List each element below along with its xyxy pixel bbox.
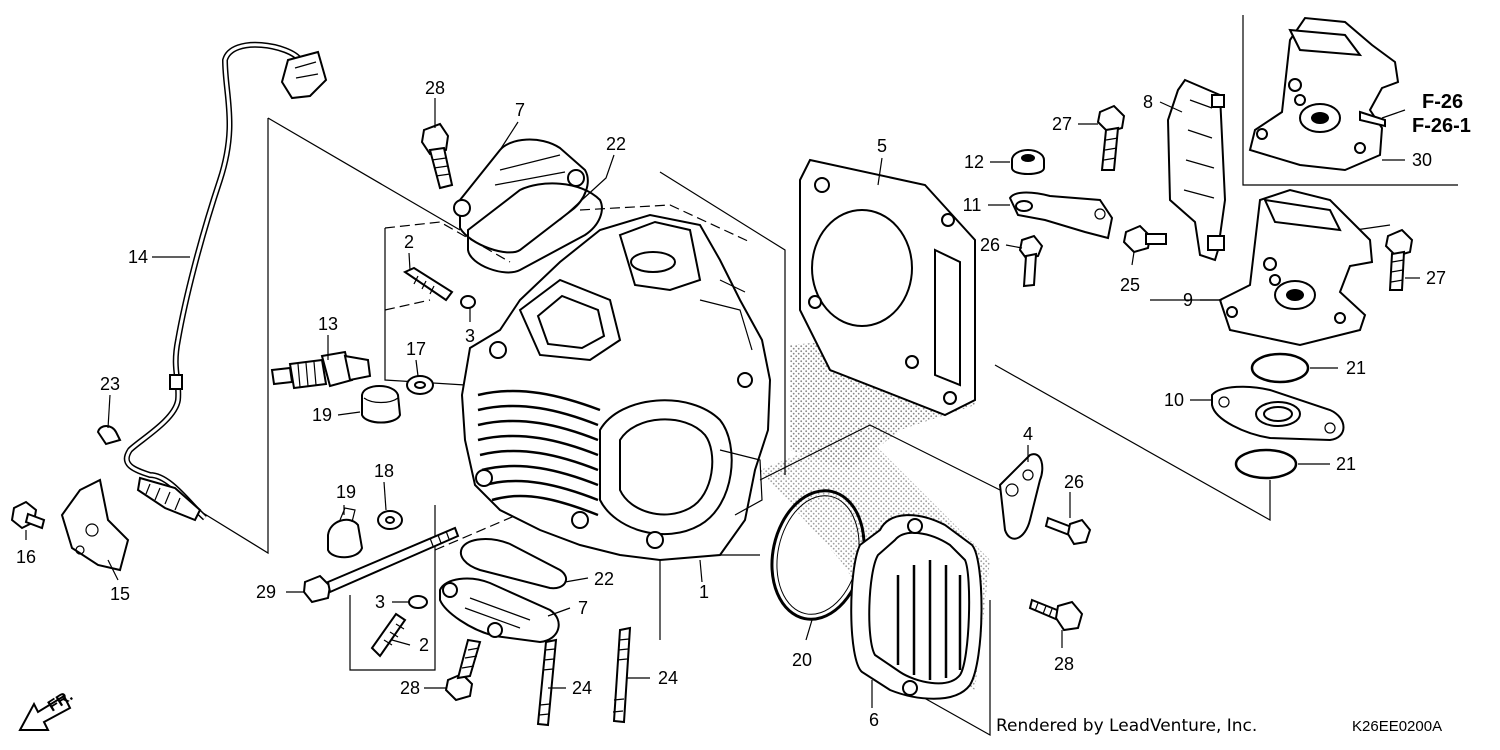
callout-23: 23: [100, 374, 120, 394]
sensor-wire-harness: [123, 41, 328, 522]
callout-10: 10: [1164, 390, 1184, 410]
callout-15: 15: [110, 584, 130, 604]
stud-icon-24a: [536, 638, 558, 727]
callout-3a: 3: [465, 326, 475, 346]
cap-icon-19a: [361, 385, 402, 424]
bolt-icon-26b: [1018, 234, 1044, 288]
flange-bolt-icon-28c: [1028, 598, 1084, 632]
callout-30: 30: [1412, 150, 1432, 170]
callout-16: 16: [16, 547, 36, 567]
callout-19b: 19: [336, 482, 356, 502]
callout-14: 14: [128, 247, 148, 267]
front-direction-arrow-icon: [18, 694, 72, 731]
callout-18: 18: [374, 461, 394, 481]
callout-7a: 7: [515, 100, 525, 120]
stud-bolt-icon-29: [302, 526, 460, 604]
washer-icon-18: [377, 510, 403, 530]
callout-19a: 19: [312, 405, 332, 425]
plate-icon-4: [998, 453, 1044, 540]
callout-28b: 28: [400, 678, 420, 698]
tensioner-bolt-icon-2a: [402, 266, 454, 302]
callout-22b: 22: [594, 569, 614, 589]
credit-text: Rendered by LeadVenture, Inc.: [996, 716, 1257, 736]
callout-27b: 27: [1426, 268, 1446, 288]
reference-f26-1: F-26-1: [1412, 115, 1471, 137]
callout-8: 8: [1143, 92, 1153, 112]
seal-icon-12: [1011, 149, 1045, 175]
callout-17: 17: [406, 339, 426, 359]
flange-bolt-icon-28b: [444, 638, 482, 702]
callout-22a: 22: [606, 134, 626, 154]
clip-icon: [96, 425, 122, 446]
o-ring-icon-21b: [1234, 448, 1298, 480]
callout-6: 6: [869, 710, 879, 730]
tensioner-bolt-icon-2b: [370, 612, 407, 658]
bolt-icon-25: [1122, 224, 1167, 254]
o-ring-icon-21a: [1250, 352, 1310, 384]
callout-11: 11: [963, 195, 982, 215]
plate-icon-11: [1008, 191, 1114, 240]
flange-bolt-icon-28a: [420, 122, 454, 190]
cylinder-gasket-icon-5: [799, 158, 976, 417]
callout-1: 1: [699, 582, 709, 602]
gasket-icon-22b: [460, 538, 568, 590]
bolt-icon-26a: [1044, 516, 1092, 546]
stud-icon-24b: [612, 626, 632, 724]
callout-2a: 2: [404, 232, 414, 252]
callout-5: 5: [877, 136, 887, 156]
cover-icon-7b: [439, 577, 560, 644]
callout-28c: 28: [1054, 654, 1074, 674]
o-ring-icon-3a: [460, 295, 476, 309]
spark-plug-icon: [270, 350, 372, 390]
holder-icon-30: [1248, 16, 1400, 172]
callout-13: 13: [318, 314, 338, 334]
side-cover-icon-6: [850, 514, 983, 700]
gasket-icon-22a: [467, 182, 603, 274]
callout-20: 20: [792, 650, 812, 670]
callout-3b: 3: [375, 592, 385, 612]
callout-29: 29: [256, 582, 276, 602]
bolt-icon-27b: [1384, 228, 1414, 291]
callout-9: 9: [1183, 290, 1193, 310]
inset-frame: [1242, 15, 1458, 186]
callout-21b: 21: [1336, 454, 1356, 474]
cap-icon-19b: [327, 518, 364, 559]
callout-12: 12: [964, 152, 984, 172]
bolt-icon-16: [10, 500, 46, 530]
callout-4: 4: [1023, 424, 1033, 444]
cover-icon-7a: [453, 138, 589, 254]
callout-28a: 28: [425, 78, 445, 98]
callout-24b: 24: [658, 668, 678, 688]
diagram-code: K26EE0200A: [1352, 718, 1442, 735]
callout-26a: 26: [1064, 472, 1084, 492]
callout-26b: 26: [980, 235, 1000, 255]
callout-24a: 24: [572, 678, 592, 698]
leader-lines: [25, 98, 1420, 708]
washer-icon-17: [406, 375, 434, 395]
o-ring-icon-3b: [408, 595, 428, 609]
callout-25: 25: [1120, 275, 1140, 295]
callout-21a: 21: [1346, 358, 1366, 378]
callout-2b: 2: [419, 635, 429, 655]
holder-icon-9: [1218, 188, 1374, 347]
bolt-icon-27a: [1096, 104, 1126, 171]
callout-labels: 28 7 22 14 2 3 13 17 23 19 19 18 16 15 2…: [16, 78, 1446, 730]
callout-7b: 7: [578, 598, 588, 618]
flange-icon-10: [1211, 385, 1345, 442]
guide-icon-8: [1166, 78, 1227, 262]
cylinder-head: [460, 213, 772, 562]
callout-27a: 27: [1052, 114, 1072, 134]
reference-f26: F-26: [1422, 91, 1463, 113]
